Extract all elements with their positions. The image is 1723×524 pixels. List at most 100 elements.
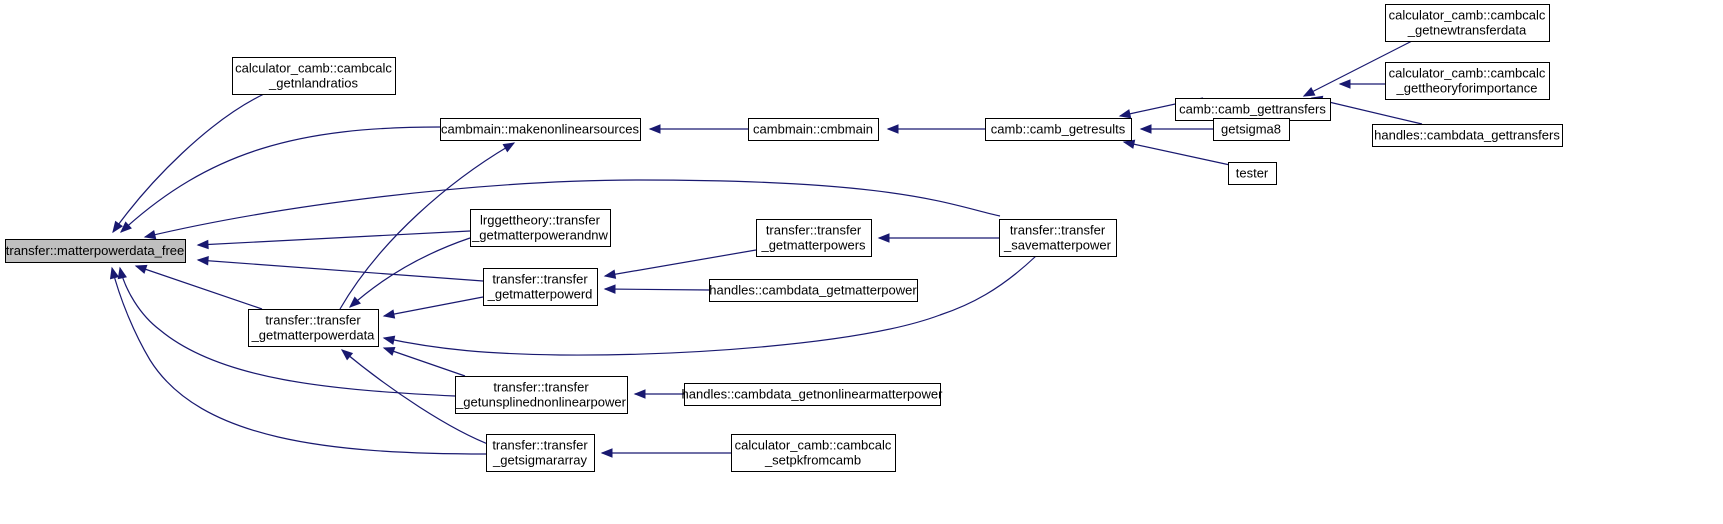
node-label: calculator_camb::cambcalc	[235, 61, 392, 76]
edge-line	[1123, 141, 1231, 166]
edge-line	[144, 179, 1001, 238]
node-box	[1228, 162, 1277, 185]
node-label: _savematterpower	[1003, 238, 1112, 253]
node-label: transfer::transfer	[265, 313, 361, 328]
arrowhead	[603, 284, 616, 294]
edge-n_cambdata_getnonlinear-to-n_getunsplined	[633, 389, 684, 399]
node-label: _setpkfromcamb	[764, 453, 861, 468]
arrowhead	[1139, 124, 1152, 134]
arrowhead	[1118, 109, 1132, 119]
edge-n_getsigma8-to-n_getresults	[1139, 124, 1213, 134]
node-box	[985, 118, 1132, 141]
node-box	[756, 219, 872, 257]
edge-n_makenonlinear-to-root	[120, 126, 441, 233]
edge-n_getmatterpowerd-to-n_getmatterpowerdata	[382, 296, 484, 319]
graph-node-n_getsigma8[interactable]: getsigma8	[1213, 118, 1290, 141]
edge-n_gettheoryforimportance-to-n_gettransfers	[1338, 79, 1385, 89]
arrowhead	[112, 220, 123, 234]
edge-n_lrgg-to-root	[196, 230, 471, 250]
node-box	[1213, 118, 1290, 141]
graph-node-n_cambdata_getnonlinear[interactable]: handles::cambdata_getnonlinearmatterpowe…	[682, 383, 944, 406]
edge-line	[383, 347, 466, 377]
graph-node-n_lrgg[interactable]: lrggettheory::transfer_getmatterpowerand…	[470, 209, 611, 247]
arrowhead	[1338, 79, 1351, 89]
edge-line	[383, 255, 1037, 356]
edge-n_savematterpower-to-n_getmatterpowerdata	[382, 255, 1037, 356]
edge-line	[197, 230, 471, 246]
node-box	[1385, 4, 1550, 42]
graph-node-n_getmatterpowerdata[interactable]: transfer::transfer_getmatterpowerdata	[248, 309, 379, 347]
arrowhead	[134, 264, 148, 274]
arrowhead	[382, 346, 396, 356]
graph-node-n_tester[interactable]: tester	[1228, 162, 1277, 185]
node-label: transfer::matterpowerdata_free	[6, 243, 184, 258]
arrowhead	[633, 389, 646, 399]
node-box	[999, 219, 1117, 257]
edge-line	[197, 259, 484, 282]
edge-n_getresults-to-n_cmbmain	[886, 124, 985, 134]
node-label: calculator_camb::cambcalc	[1389, 8, 1546, 23]
graph-node-n_getmatterpowerd[interactable]: transfer::transfer_getmatterpowerd	[483, 268, 598, 306]
node-label: transfer::transfer	[766, 223, 862, 238]
edge-n_getmatterpowerd-to-root	[196, 256, 484, 282]
edge-line	[1303, 40, 1413, 97]
edge-n_tester-to-n_getresults	[1122, 139, 1231, 166]
arrowhead	[117, 266, 127, 280]
arrowhead	[382, 309, 396, 319]
edge-n_getsigmararray-to-root	[109, 266, 487, 455]
node-label: tester	[1236, 166, 1269, 181]
node-label: transfer::transfer	[1010, 223, 1106, 238]
edge-line	[604, 288, 710, 291]
edge-n_getnewtransferdata-to-n_gettransfers	[1302, 40, 1413, 97]
graph-node-n_getnlandratios[interactable]: calculator_camb::cambcalc_getnlandratios	[232, 57, 396, 95]
edge-line	[604, 249, 757, 277]
arrowhead	[196, 256, 209, 266]
node-box	[483, 268, 598, 306]
graph-node-n_getresults[interactable]: camb::camb_getresults	[985, 118, 1132, 141]
graph-node-n_savematterpower[interactable]: transfer::transfer_savematterpower	[999, 219, 1117, 257]
graph-node-n_getunsplined[interactable]: transfer::transfer_getunsplinednonlinear…	[455, 376, 628, 414]
edge-n_cambdata_getmatterpower-to-n_getmatterpowerd	[603, 284, 710, 294]
edge-n_cmbmain-to-n_makenonlinear	[648, 124, 748, 134]
arrowhead	[886, 124, 899, 134]
arrowhead	[348, 296, 361, 308]
edge-n_getmatterpowers-to-n_getmatterpowerd	[603, 249, 757, 279]
edge-line	[120, 126, 441, 233]
arrowhead	[382, 335, 396, 345]
graph-node-n_gettheoryforimportance[interactable]: calculator_camb::cambcalc_gettheoryforim…	[1385, 62, 1550, 100]
graph-node-n_cambdata_getmatterpower[interactable]: handles::cambdata_getmatterpower	[709, 279, 918, 302]
graph-node-n_cambdata_gettransfers[interactable]: handles::cambdata_gettransfers	[1372, 124, 1563, 147]
graph-node-n_getnewtransferdata[interactable]: calculator_camb::cambcalc_getnewtransfer…	[1385, 4, 1550, 42]
arrowhead	[143, 229, 157, 240]
node-box	[455, 376, 628, 414]
edge-n_getmatterpowerdata-to-n_makenonlinear	[339, 142, 516, 310]
arrowhead	[1302, 87, 1316, 97]
edge-line	[341, 349, 494, 447]
node-label: cambmain::cmbmain	[753, 122, 873, 137]
arrowhead	[600, 448, 613, 458]
node-label: camb::camb_getresults	[991, 122, 1126, 137]
node-label: _getnewtransferdata	[1407, 23, 1527, 38]
node-label: camb::camb_gettransfers	[1179, 102, 1326, 117]
node-label: _getmatterpowerdata	[251, 328, 376, 343]
graph-node-n_makenonlinear[interactable]: cambmain::makenonlinearsources	[440, 118, 641, 141]
graph-node-root[interactable]: transfer::matterpowerdata_free	[5, 239, 186, 263]
graph-node-n_setpkfromcamb[interactable]: calculator_camb::cambcalc_setpkfromcamb	[731, 434, 896, 472]
edge-n_getunsplined-to-n_getmatterpowerdata	[382, 346, 466, 377]
edge-n_getsigmararray-to-n_getmatterpowerdata	[340, 349, 494, 447]
graph-node-n_getmatterpowers[interactable]: transfer::transfer_getmatterpowers	[756, 219, 872, 257]
node-label: _getmatterpowers	[760, 238, 866, 253]
node-label: calculator_camb::cambcalc	[735, 438, 892, 453]
node-label: _getsigmararray	[492, 453, 587, 468]
edge-n_savematterpower-to-n_getmatterpowers	[877, 233, 999, 243]
edge-n_getunsplined-to-root	[117, 266, 456, 397]
edge-n_getnlandratios-to-root	[112, 93, 265, 234]
graph-node-n_getsigmararray[interactable]: transfer::transfer_getsigmararray	[486, 434, 595, 472]
graph-node-n_gettransfers[interactable]: camb::camb_gettransfers	[1175, 98, 1331, 121]
node-label: getsigma8	[1221, 122, 1281, 137]
graph-node-n_cmbmain[interactable]: cambmain::cmbmain	[748, 118, 879, 141]
node-label: _getnlandratios	[268, 76, 358, 91]
node-box	[5, 239, 186, 263]
node-label: _getmatterpowerd	[487, 287, 593, 302]
arrowhead	[877, 233, 890, 243]
